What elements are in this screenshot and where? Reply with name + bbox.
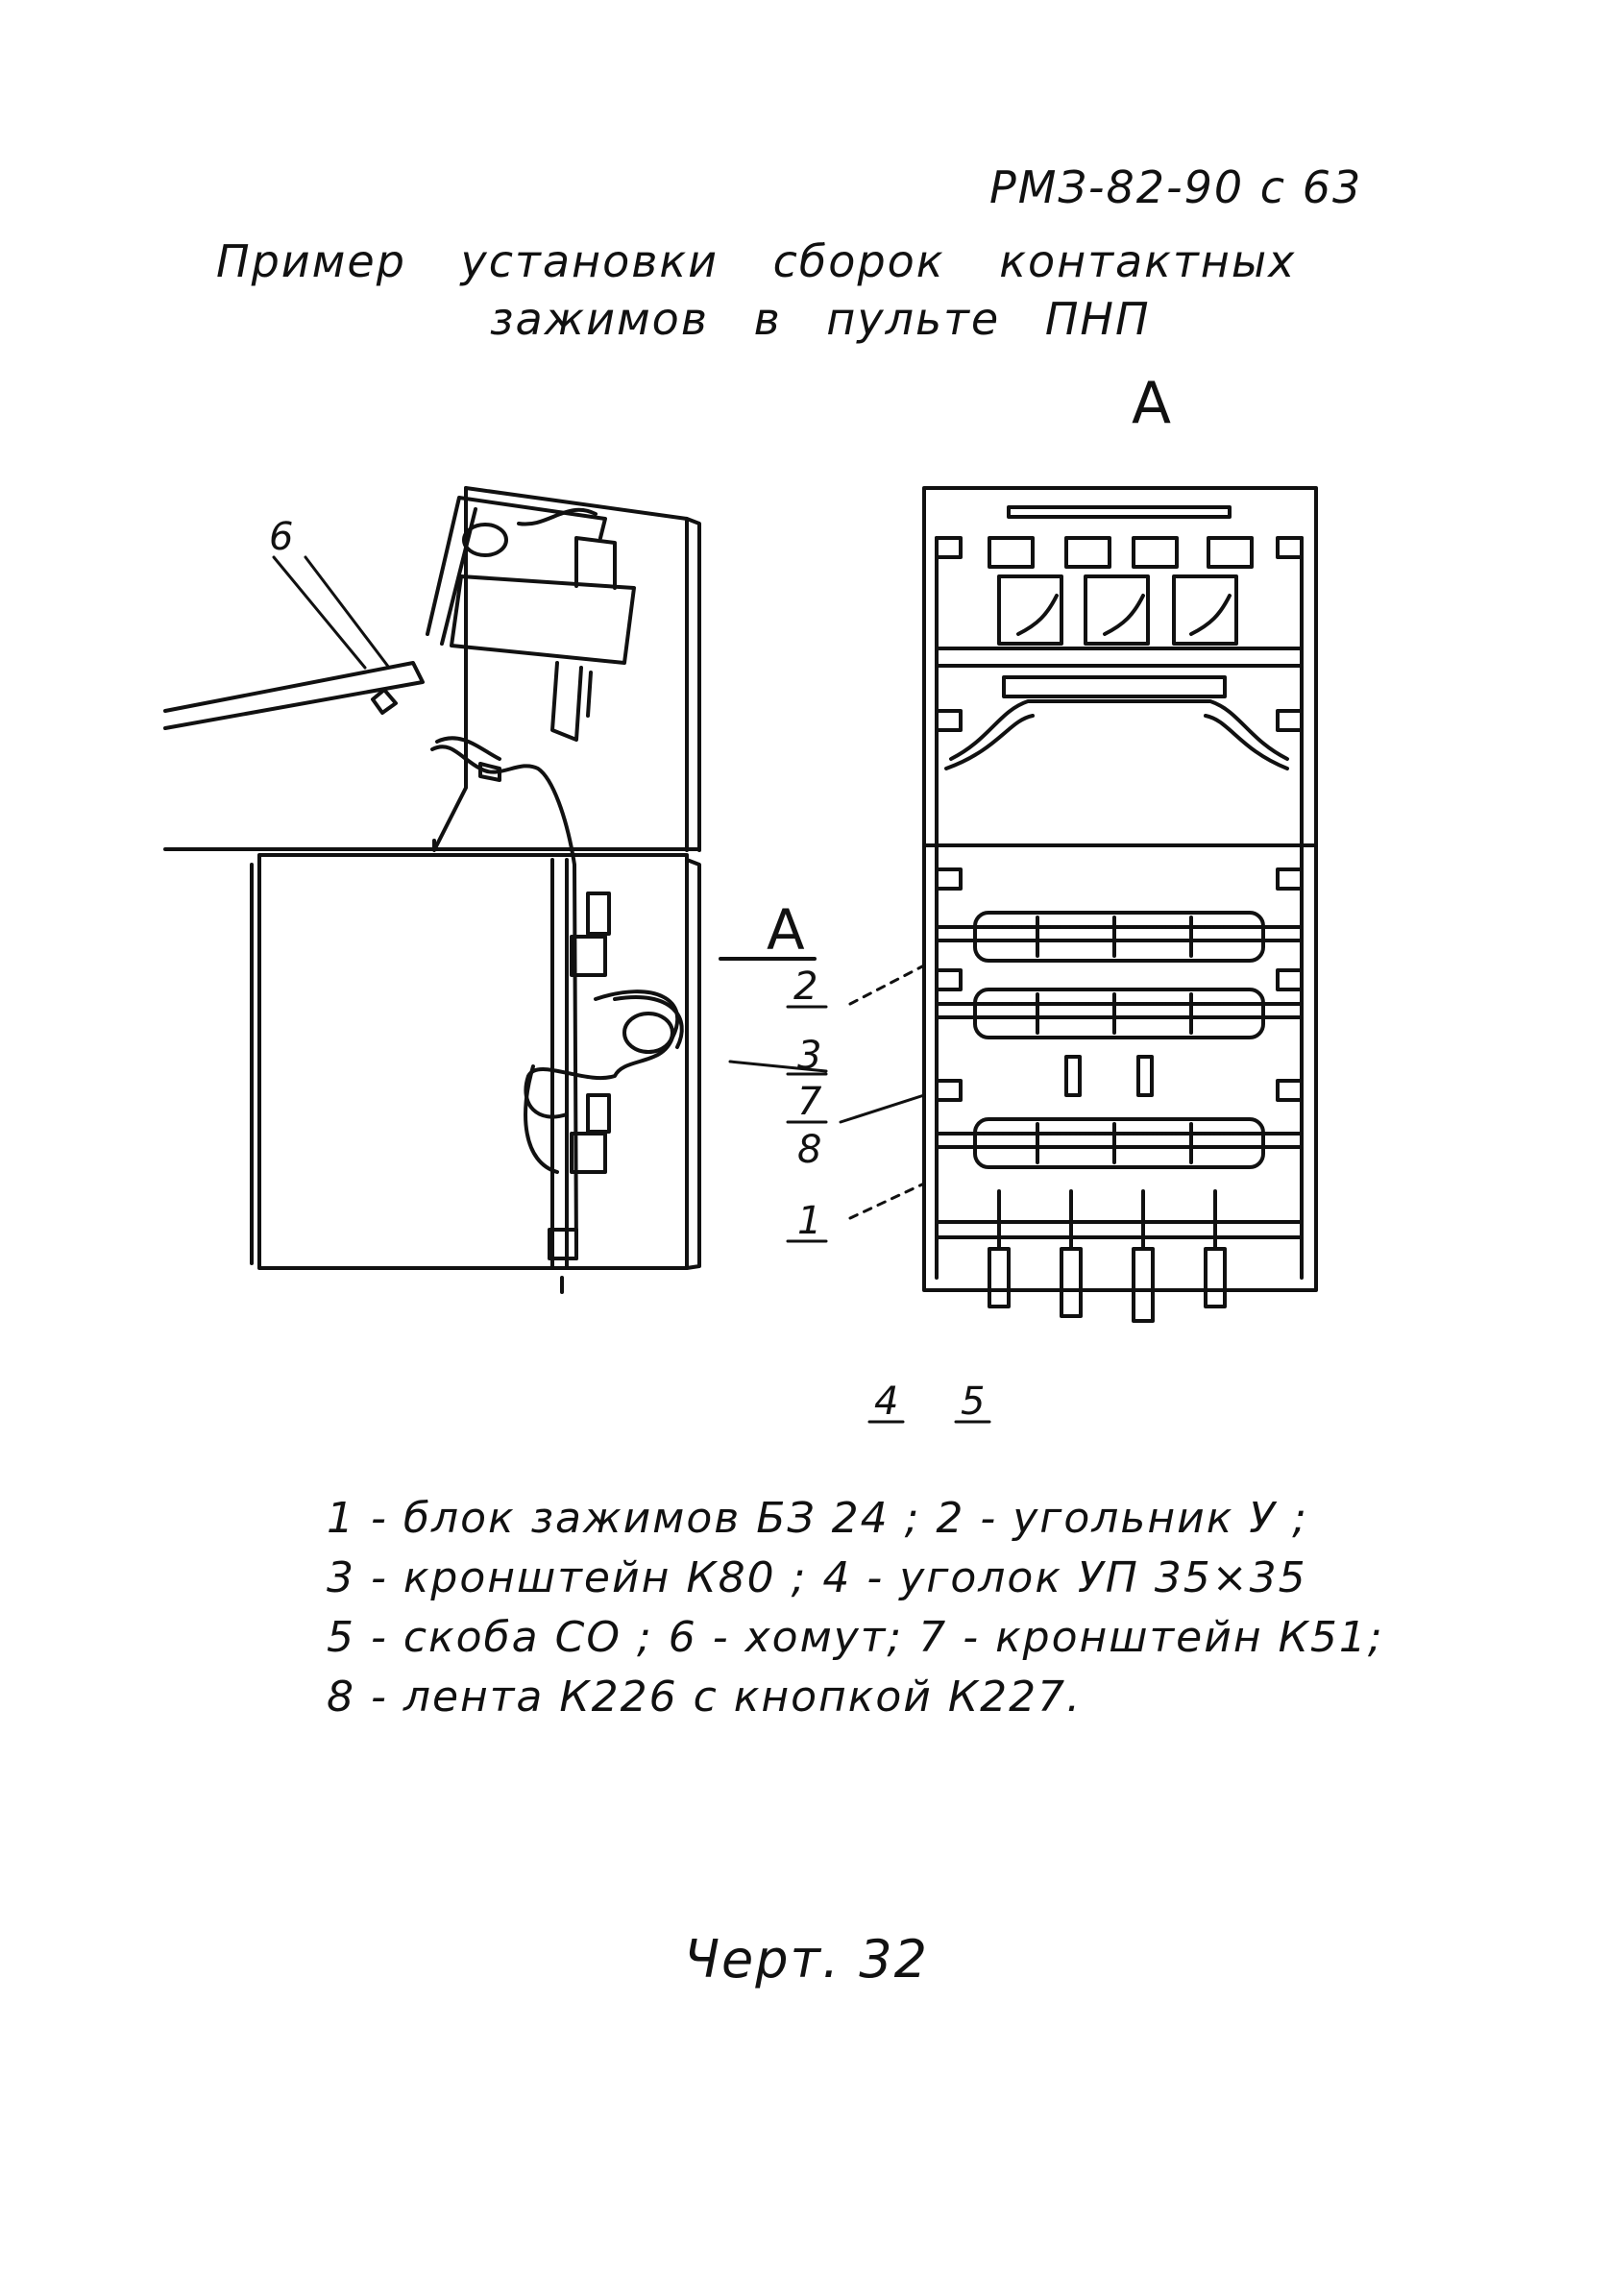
legend: 1 - блок зажимов БЗ 24 ; 2 - угольник У …: [327, 1489, 1384, 1727]
terminal-block: [973, 911, 1265, 963]
legend-line-3: 5 - скоба СО ; 6 - хомут; 7 - кронштейн …: [327, 1613, 1384, 1662]
legend-line-1: 1 - блок зажимов БЗ 24 ; 2 - угольник У …: [327, 1494, 1308, 1543]
callout-8: 8: [797, 1128, 821, 1172]
leader-lines: [272, 555, 991, 1424]
view-label: А: [1132, 370, 1174, 437]
instrument-box: [997, 574, 1063, 646]
callout-3: 3: [797, 1034, 821, 1078]
top-connector: [1207, 536, 1254, 569]
terminal-block: [973, 988, 1265, 1039]
legend-line-2: 3 - кронштейн К80 ; 4 - уголок УП 35×35: [327, 1553, 1307, 1602]
title-line-2: зажимов в пульте ПНП: [490, 293, 1151, 345]
cable-bundle: [430, 736, 684, 1260]
bottom-glands: [988, 1189, 1227, 1323]
top-connector: [988, 536, 1035, 569]
document-code: РМЗ-82-90 с 63: [989, 161, 1363, 213]
callout-1: 1: [797, 1199, 821, 1243]
top-connector: [1064, 536, 1111, 569]
callout-4: 4: [874, 1380, 898, 1424]
instrument-box: [1172, 574, 1238, 646]
callout-6: 6: [269, 515, 293, 559]
side-view: [163, 486, 701, 1294]
legend-line-4: 8 - лента К226 с кнопкой К227.: [327, 1673, 1083, 1722]
title-line-1: Пример установки сборок контактных: [216, 235, 1297, 287]
top-connector: [1132, 536, 1179, 569]
section-label: А: [767, 897, 805, 963]
callout-5: 5: [961, 1380, 985, 1424]
callout-7: 7: [797, 1080, 822, 1124]
figure-caption: Черт. 32: [684, 1929, 930, 1990]
lower-cabinet: [257, 853, 689, 1270]
crossbar: [935, 647, 1304, 668]
instrument-block: [426, 496, 636, 742]
callout-2: 2: [793, 965, 817, 1009]
terminal-block-rows: [935, 911, 1304, 1169]
terminal-block: [973, 1117, 1265, 1169]
instrument-box: [1084, 574, 1150, 646]
mounting-rail: [548, 858, 607, 1294]
view-a-frame: [922, 486, 1318, 1323]
